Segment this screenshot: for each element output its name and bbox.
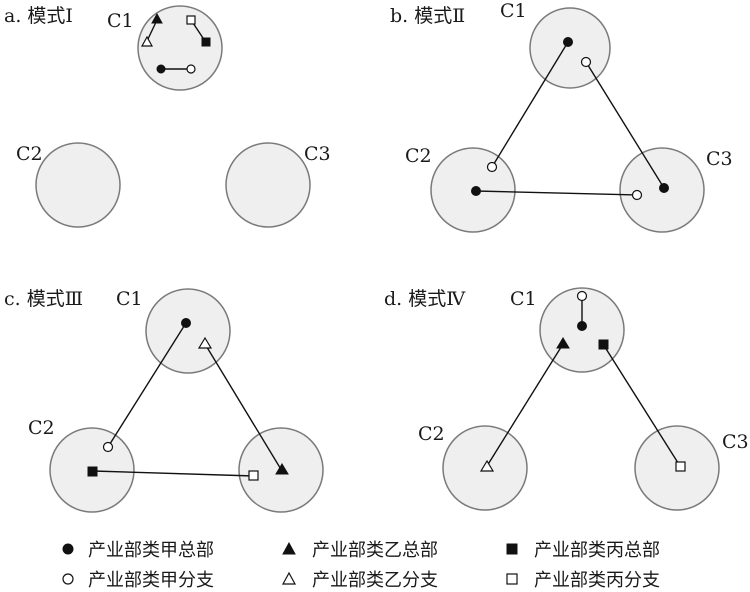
panel-c-link-yi (204, 343, 283, 472)
panel-a-city-c1 (137, 5, 223, 91)
legend-item-3: 产业部类丙总部 (534, 540, 660, 561)
panel-c-label: c. 模式Ⅲ (4, 288, 83, 310)
panel-b-c3-jia-hq (659, 183, 669, 193)
panel-c-c3-yi-hq (275, 463, 289, 475)
panel-d-c1-jia-branch (576, 290, 588, 302)
panel-d-c2-yi-branch (479, 459, 495, 472)
panel-a-label: a. 模式Ⅰ (4, 5, 73, 27)
legend-solid-triangle-icon (282, 541, 296, 555)
panel-c-link-jia (107, 322, 187, 448)
panel-d-c1-jia-hq (577, 321, 587, 331)
panel-d-c1-bing-hq (598, 339, 609, 350)
panel-a-city-c3 (225, 142, 311, 228)
panel-c-label-c1: C1 (116, 288, 143, 310)
panel-a-label-c2: C2 (16, 143, 43, 165)
legend-hollow-circle-icon (62, 573, 74, 585)
panel-a-yi-hq (151, 12, 163, 24)
panel-b-label-c1: C1 (500, 0, 527, 22)
panel-b-c1-jia-branch (580, 56, 592, 68)
legend-solid-circle-icon (62, 543, 74, 555)
panel-d-label-c3: C3 (722, 431, 749, 453)
panel-b: b. 模式Ⅱ C1 C2 C3 (390, 0, 733, 233)
panel-b-link-c1-c2 (491, 41, 569, 168)
panel-c-c2-bing-hq (87, 466, 98, 477)
panel-d-label-c1: C1 (510, 288, 537, 310)
panel-d: d. 模式Ⅳ C1 C2 C3 (384, 287, 749, 511)
panel-d-label-c2: C2 (418, 423, 445, 445)
panel-b-label-c3: C3 (706, 148, 733, 170)
legend-item-2: 产业部类乙总部 (312, 540, 438, 561)
legend-item-5: 产业部类乙分支 (312, 570, 438, 591)
legend: 产业部类甲总部 产业部类乙总部 产业部类丙总部 产业部类甲分支 产业部类乙分支 … (62, 540, 660, 591)
panel-b-city-c1 (529, 7, 611, 89)
panel-d-c3-bing-branch (675, 461, 686, 472)
panel-c-c3-bing-branch (248, 470, 259, 481)
panel-b-link-c2-c3 (475, 190, 638, 196)
legend-item-6: 产业部类丙分支 (534, 570, 660, 591)
panel-b-c2-jia-hq (471, 186, 481, 196)
panel-a-label-c1: C1 (107, 10, 134, 32)
panel-c-c1-yi-branch (197, 336, 213, 349)
panel-d-c1-yi-hq (556, 337, 570, 349)
legend-solid-square-icon (506, 543, 518, 555)
legend-hollow-triangle-icon (281, 571, 297, 585)
panel-a-bing-branch (186, 15, 196, 25)
panel-b-c1-jia-hq (563, 37, 573, 47)
panel-d-link-bing (602, 343, 681, 467)
panel-d-link-yi (486, 343, 564, 467)
panel-a-yi-branch (140, 35, 154, 47)
panel-c-link-bing (92, 470, 255, 477)
panel-a-city-c2 (35, 142, 121, 228)
panel-a-label-c3: C3 (304, 143, 331, 165)
panel-c: c. 模式Ⅲ C1 C2 (4, 288, 324, 513)
panel-d-label: d. 模式Ⅳ (384, 288, 466, 310)
panel-c-c2-jia-branch (102, 441, 114, 453)
panel-a: a. 模式Ⅰ C1 C2 C3 (4, 5, 331, 228)
legend-item-1: 产业部类甲总部 (88, 540, 214, 561)
panel-c-c1-jia-hq (181, 318, 191, 328)
panel-b-label: b. 模式Ⅱ (390, 5, 465, 27)
panel-c-label-c2: C2 (28, 417, 55, 439)
panel-c-city-c1 (145, 288, 231, 374)
panel-a-jia-branch (186, 64, 196, 74)
panel-a-bing-hq (201, 37, 211, 47)
legend-item-4: 产业部类甲分支 (88, 570, 214, 591)
legend-hollow-square-icon (506, 573, 518, 585)
panel-b-c2-jia-branch (486, 161, 498, 173)
panel-a-jia-hq (156, 64, 166, 74)
panel-b-link-c1-c3 (585, 61, 665, 189)
panel-b-label-c2: C2 (405, 145, 432, 167)
panel-b-c3-jia-branch (631, 189, 643, 201)
